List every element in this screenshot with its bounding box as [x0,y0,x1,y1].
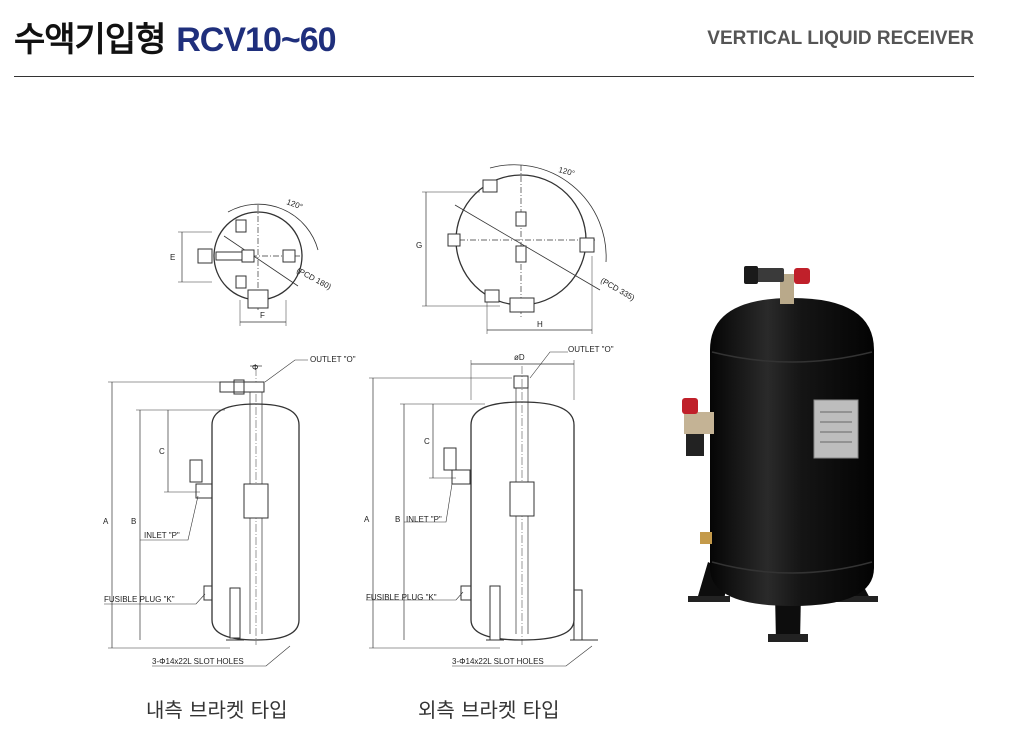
outer-inlet-label: INLET "P" [406,515,442,524]
inner-side-view [104,359,308,667]
outer-pcd-label: (PCD 335) [599,276,637,303]
page-title: 수액기입형 RCV10~60 [14,12,337,61]
inner-dim-e: E [170,253,175,262]
outer-slot-label: 3-Φ14x22L SLOT HOLES [452,657,544,666]
title-korean: 수액기입형 [14,20,166,60]
outer-dim-a: A [364,515,370,524]
outer-dim-b: B [395,515,400,524]
outer-dim-g: G [416,241,422,250]
inner-dim-phi: Φ [252,363,258,372]
inner-outlet-label: OUTLET "O" [310,355,356,364]
inner-inlet-label: INLET "P" [144,531,180,540]
inner-pcd-label: (PCD 180) [295,266,333,292]
caption-inner-bracket: 내측 브라켓 타입 [146,698,288,722]
outer-dim-od: øD [514,353,525,362]
outer-fusible-label: FUSIBLE PLUG "K" [366,593,437,602]
outer-angle-label: 120° [557,165,575,178]
inner-dim-c: C [159,447,165,456]
outer-dim-h: H [537,320,543,329]
inner-dim-b: B [131,517,136,526]
inner-slot-label: 3-Φ14x22L SLOT HOLES [152,657,244,666]
outer-dim-c: C [424,437,430,446]
title-english: VERTICAL LIQUID RECEIVER [707,28,974,49]
inner-dim-a: A [103,517,109,526]
inner-angle-label: 120° [285,197,304,211]
inner-fusible-label: FUSIBLE PLUG "K" [104,595,175,604]
inner-top-view [178,203,319,326]
outer-top-view [422,164,607,334]
header: 수액기입형 RCV10~60 VERTICAL LIQUID RECEIVER [14,10,974,77]
title-model: RCV10~60 [176,21,336,59]
outer-side-view [366,351,598,667]
inner-dim-f: F [260,311,265,320]
outer-outlet-label: OUTLET "O" [568,345,614,354]
receiver-photo [682,266,878,642]
caption-outer-bracket: 외측 브라켓 타입 [418,698,560,722]
